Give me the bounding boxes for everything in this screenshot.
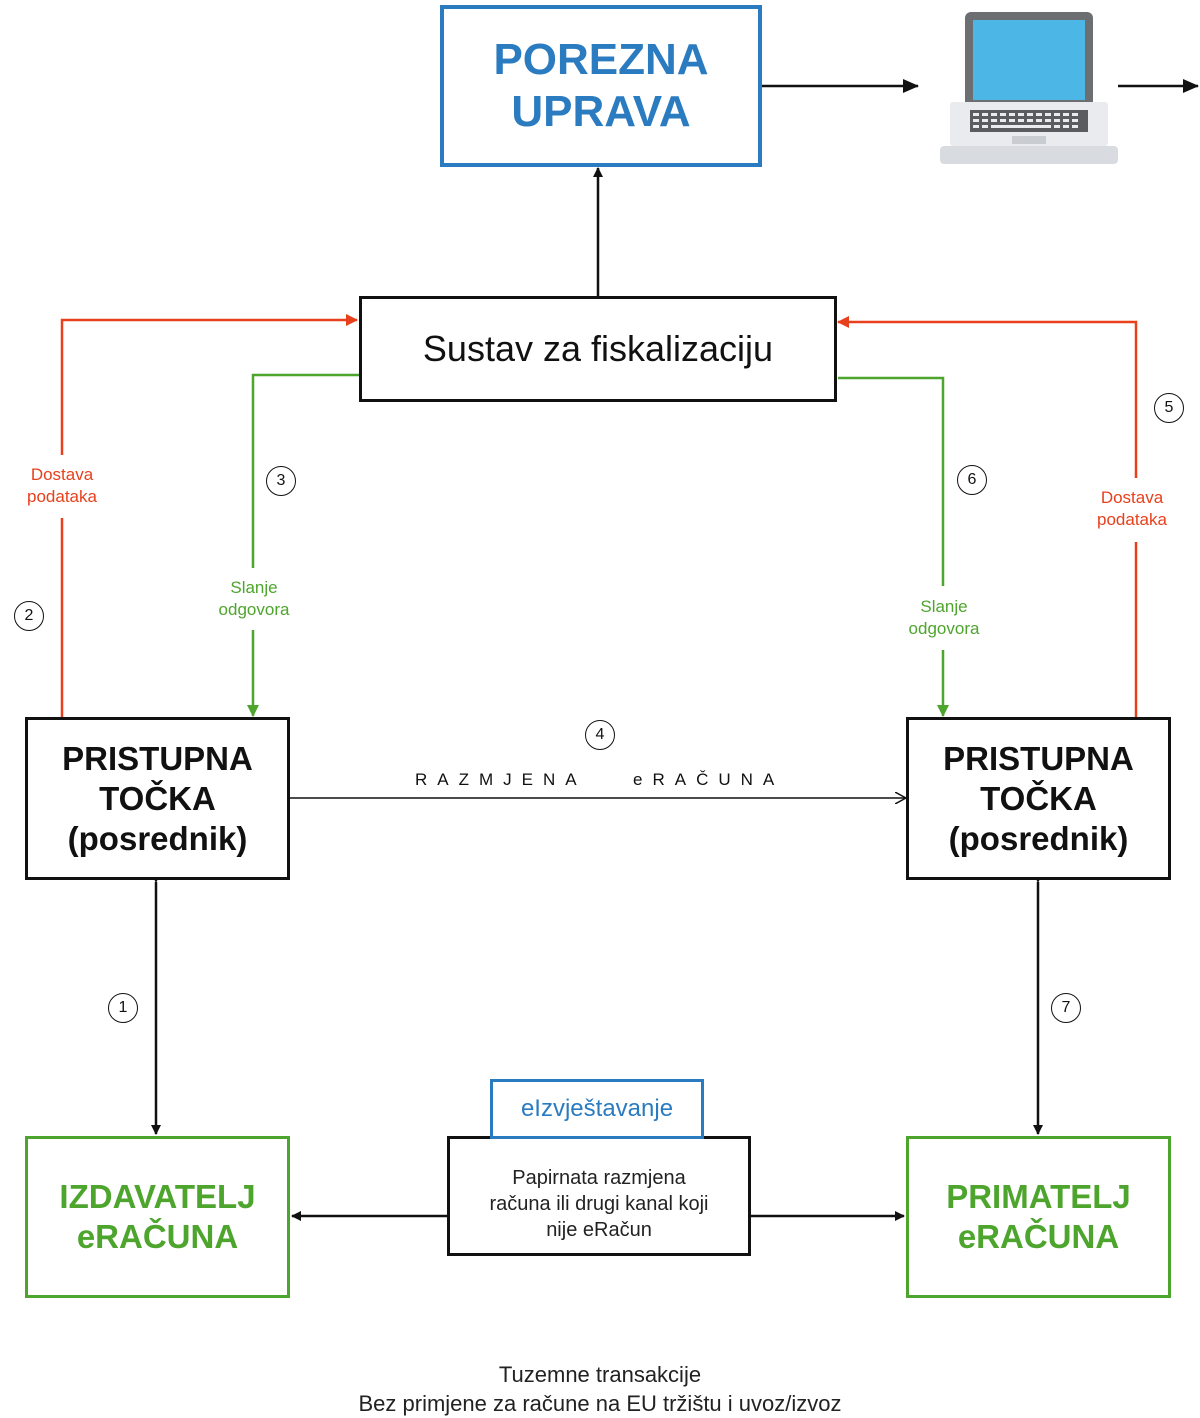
fiscal-system-label: Sustav za fiskalizaciju [422, 328, 774, 369]
access-point-right-line2: TOČKA [980, 779, 1097, 817]
tax-authority-line2: UPRAVA [511, 87, 691, 136]
left-delivery-label: Dostava podataka [12, 464, 112, 508]
access-point-left-line3: (posrednik) [67, 819, 248, 857]
tax-authority-line1: POREZNA [493, 35, 709, 84]
right-delivery-line2: podataka [1097, 510, 1167, 529]
access-point-left-line2: TOČKA [99, 779, 216, 817]
footer-line2: Bez primjene za račune na EU tržištu i u… [358, 1391, 842, 1416]
ereporting-tag: eIzvještavanje [490, 1079, 704, 1139]
access-point-right-line1: PRISTUPNA [943, 739, 1134, 777]
right-response-line2: odgovora [908, 619, 980, 638]
access-point-right-box: PRISTUPNA TOČKA (posrednik) [906, 717, 1171, 880]
recipient-box: PRIMATELJ eRAČUNA [906, 1136, 1171, 1298]
laptop-icon [940, 12, 1118, 164]
paper-exchange-line2: računa ili drugi kanal koji [489, 1193, 709, 1215]
access-point-right-line3: (posrednik) [948, 819, 1129, 857]
left-response-label: Slanje odgovora [204, 577, 304, 621]
arrow-right-delivery-upper [837, 316, 1138, 478]
step-7-badge: 7 [1051, 993, 1081, 1023]
issuer-line1: IZDAVATELJ [59, 1178, 256, 1215]
left-delivery-line2: podataka [27, 487, 97, 506]
access-point-left-line1: PRISTUPNA [62, 739, 253, 777]
recipient-line1: PRIMATELJ [946, 1178, 1131, 1215]
arrow-left-response-upper [251, 373, 359, 568]
left-response-line1: Slanje [230, 578, 278, 597]
right-response-line1: Slanje [920, 597, 968, 616]
step-4-badge: 4 [585, 720, 615, 750]
exchange-label-word1: RAZMJENA [415, 770, 587, 789]
step-1-badge: 1 [108, 993, 138, 1023]
access-point-left-box: PRISTUPNA TOČKA (posrednik) [25, 717, 290, 880]
left-delivery-line1: Dostava [30, 465, 94, 484]
paper-exchange-line3: nije eRačun [546, 1219, 652, 1241]
right-delivery-label: Dostava podataka [1082, 487, 1182, 531]
exchange-label-word2: eRAČUNA [633, 770, 785, 789]
step-2-badge: 2 [14, 601, 44, 631]
paper-exchange-box: Papirnata razmjena računa ili drugi kana… [447, 1136, 751, 1256]
issuer-box: IZDAVATELJ eRAČUNA [25, 1136, 290, 1298]
fiscal-system-box: Sustav za fiskalizaciju [359, 296, 837, 402]
step-5-badge: 5 [1154, 393, 1184, 423]
right-delivery-line1: Dostava [1100, 488, 1164, 507]
tax-authority-box: POREZNA UPRAVA [440, 5, 762, 167]
arrow-right-response-upper [838, 376, 945, 586]
paper-exchange-line1: Papirnata razmjena [512, 1167, 686, 1189]
step-6-badge: 6 [957, 465, 987, 495]
arrow-left-delivery-upper [60, 314, 358, 455]
right-response-label: Slanje odgovora [894, 596, 994, 640]
footer-line1: Tuzemne transakcije [498, 1362, 702, 1387]
left-response-line2: odgovora [218, 600, 290, 619]
issuer-line2: eRAČUNA [76, 1218, 239, 1255]
step-3-badge: 3 [266, 466, 296, 496]
recipient-line2: eRAČUNA [957, 1218, 1120, 1255]
